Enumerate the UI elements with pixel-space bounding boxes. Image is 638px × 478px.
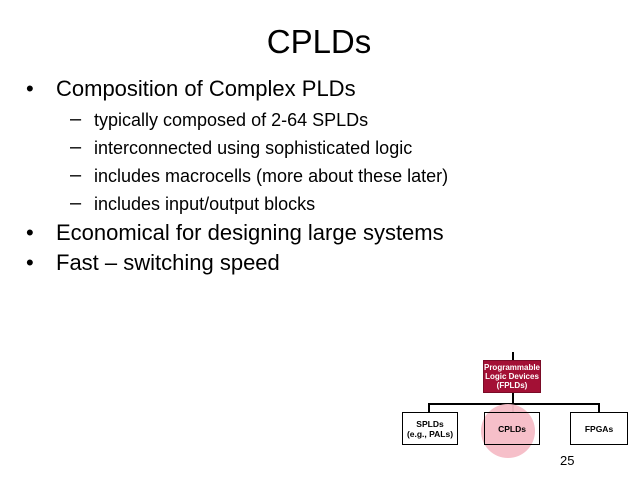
bullet-mark: • — [26, 76, 34, 101]
bullet-mark: • — [26, 250, 34, 275]
bullet-item: • Economical for designing large systems — [26, 219, 444, 247]
bullet-item: • Composition of Complex PLDs — [26, 75, 356, 103]
sub-bullet-mark: – — [70, 192, 82, 214]
bullet-mark: • — [26, 220, 34, 245]
connector-line — [512, 392, 514, 404]
sub-bullet-item: – includes input/output blocks — [70, 192, 316, 215]
bullet-text: Fast – switching speed — [56, 250, 280, 275]
bullet-text: Composition of Complex PLDs — [56, 76, 356, 101]
page-number: 25 — [560, 453, 575, 468]
sub-bullet-text: includes input/output blocks — [94, 194, 316, 214]
sub-bullet-item: – typically composed of 2-64 SPLDs — [70, 108, 369, 131]
diagram-box-fpgas: FPGAs — [570, 412, 628, 445]
pld-hierarchy-diagram: Programmable Logic Devices (FPLDs) SPLDs… — [398, 352, 638, 462]
cplds-highlight-circle — [481, 404, 535, 458]
diagram-root-box: Programmable Logic Devices (FPLDs) — [483, 360, 541, 393]
sub-bullet-text: typically composed of 2-64 SPLDs — [94, 110, 369, 130]
sub-bullet-mark: – — [70, 108, 82, 130]
sub-bullet-mark: – — [70, 136, 82, 158]
diagram-box-splds: SPLDs (e.g., PALs) — [402, 412, 458, 445]
slide-title: CPLDs — [266, 23, 372, 60]
connector-line — [598, 403, 600, 412]
connector-line — [428, 403, 430, 412]
sub-bullet-item: – includes macrocells (more about these … — [70, 164, 449, 187]
diagram-box-cplds: CPLDs — [484, 412, 540, 445]
bullet-item: • Fast – switching speed — [26, 249, 280, 277]
sub-bullet-text: interconnected using sophisticated logic — [94, 138, 413, 158]
sub-bullet-text: includes macrocells (more about these la… — [94, 166, 449, 186]
sub-bullet-item: – interconnected using sophisticated log… — [70, 136, 413, 159]
sub-bullet-mark: – — [70, 164, 82, 186]
connector-line — [512, 352, 514, 360]
bullet-text: Economical for designing large systems — [56, 220, 444, 245]
